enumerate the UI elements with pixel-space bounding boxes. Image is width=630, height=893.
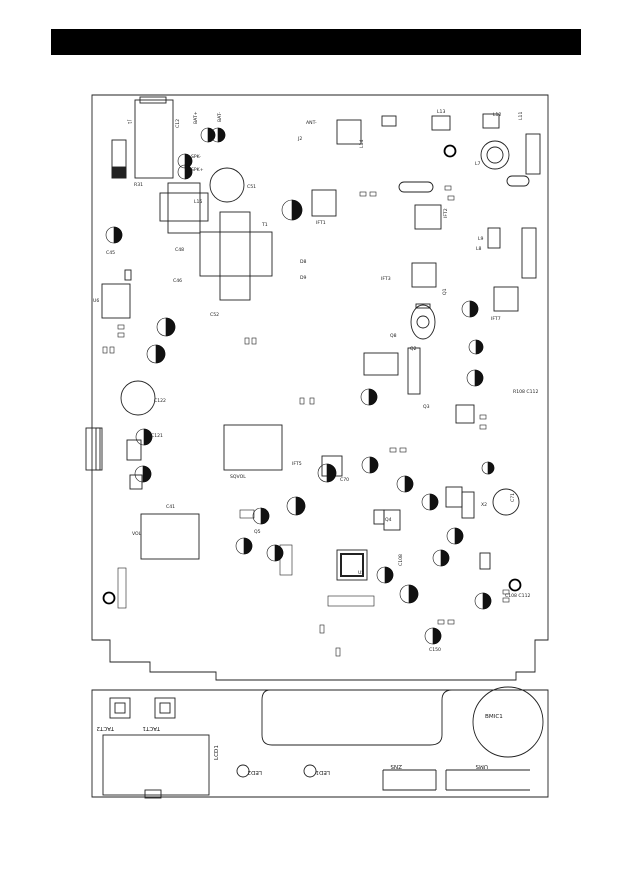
tact1-switch: [154, 697, 176, 719]
ift2: [414, 204, 442, 230]
component-label: C108 C112: [505, 593, 530, 599]
header-bar: [51, 29, 581, 55]
component-label: L7: [475, 161, 481, 167]
bmic1-microphone: [472, 686, 544, 758]
component-label: R31: [134, 182, 143, 188]
component-label: C122: [154, 398, 166, 404]
component-label: Q4: [385, 517, 392, 523]
component-label: R108 C112: [513, 389, 538, 395]
component-label: SPK+: [191, 167, 204, 173]
c122-capacitor: [120, 380, 156, 416]
component-label: IFT3: [381, 276, 391, 282]
ift7: [493, 286, 519, 312]
component-label: D9: [300, 275, 307, 281]
panel-component-label: LED2: [247, 769, 262, 775]
panel-component-label: LCD1: [214, 745, 220, 760]
component-label: D8: [300, 259, 307, 265]
component-label: C150: [429, 647, 441, 653]
component-label: ANT-: [306, 120, 317, 126]
panel-component-label: UMS: [475, 763, 488, 769]
component-label: U6: [93, 298, 99, 304]
component-label: C12: [175, 119, 181, 128]
component-label: Q2: [410, 346, 417, 352]
panel-component-label: BMIC1: [485, 714, 503, 720]
component-label: L11: [518, 112, 524, 120]
component-label: C48: [175, 247, 184, 253]
component-label: VOL: [132, 531, 142, 537]
component-label: X2: [481, 502, 487, 508]
component-label: U5: [358, 570, 364, 576]
component-label: J1: [126, 119, 132, 124]
l15-coil: [167, 182, 201, 234]
component-label: C121: [151, 433, 163, 439]
vol-potentiometer: [140, 513, 200, 560]
component-label: Q3: [423, 404, 430, 410]
tact2-switch: [109, 697, 131, 719]
component-label: C46: [173, 278, 182, 284]
component-label: L12: [493, 112, 501, 118]
right-connector: [525, 133, 541, 175]
component-label: C51: [247, 184, 256, 190]
component-label: SQVOL: [230, 474, 246, 480]
component-label: IFT1: [316, 220, 326, 226]
component-label: C70: [340, 477, 349, 483]
panel-component-label: TACT2: [96, 725, 115, 731]
main-board-outline: [91, 94, 549, 681]
panel-component-label: TACT1: [142, 725, 161, 731]
component-label: IFT2: [443, 208, 449, 218]
component-label: L13: [437, 109, 445, 115]
panel-component-label: LED1: [315, 769, 330, 775]
component-label: J2: [297, 136, 302, 142]
component-label: BAT+: [193, 111, 199, 124]
c51-capacitor: [209, 167, 245, 203]
led1: [303, 764, 317, 778]
u5-ic: [336, 549, 368, 581]
front-panel-outline: [91, 689, 549, 798]
component-label: C45: [106, 250, 115, 256]
component-label: C41: [166, 504, 175, 510]
sqvol-potentiometer: [223, 424, 283, 471]
component-label: Q8: [390, 333, 397, 339]
component-label: L8: [476, 246, 482, 252]
component-label: IFT5: [292, 461, 302, 467]
component-label: L15: [194, 199, 202, 205]
component-label: L9: [478, 236, 484, 242]
j1-connector: [134, 99, 174, 179]
component-label: Q5: [254, 529, 261, 535]
led2: [236, 764, 250, 778]
component-label: IFT7: [491, 316, 501, 322]
ift3: [411, 262, 437, 288]
component-label: C52: [210, 312, 219, 318]
ift1: [311, 189, 337, 217]
component-label: T1: [261, 222, 268, 228]
panel-component-label: ZNS: [390, 763, 402, 769]
component-label: Q1: [442, 288, 448, 295]
u6-chip: [101, 283, 131, 319]
component-label: BAT-: [217, 112, 223, 122]
component-label: SPK-: [191, 154, 201, 160]
component-label: C108: [398, 554, 404, 566]
t1-transformer: [199, 231, 273, 277]
lcd1-display: [102, 734, 210, 796]
component-label: L14: [359, 140, 365, 148]
component-label: C71: [510, 493, 516, 502]
